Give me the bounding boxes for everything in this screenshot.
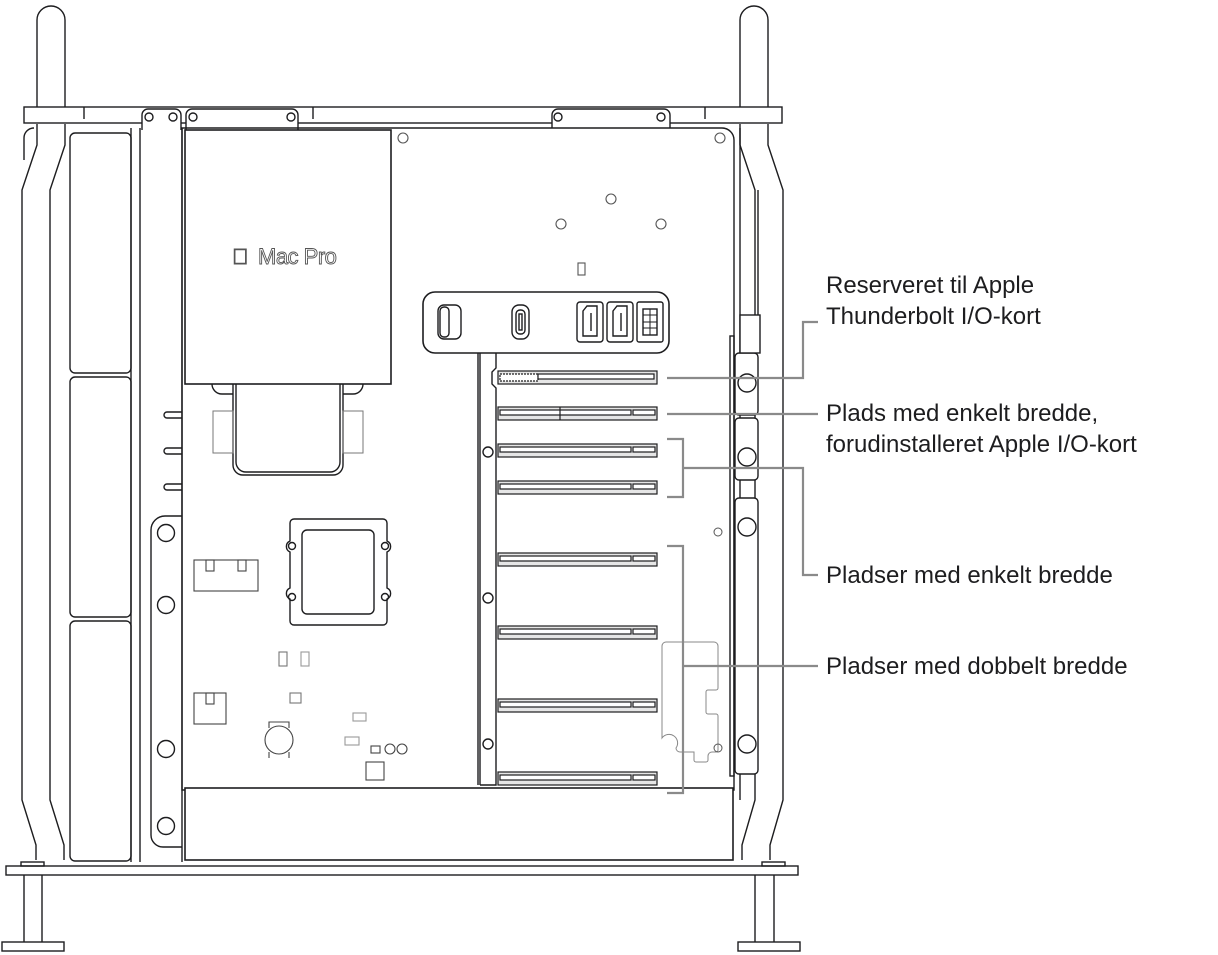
riser-hole (713, 527, 723, 537)
callout-text-line: Pladser med enkelt bredde (826, 562, 1113, 589)
callout-double-width-slots: Pladser med dobbelt bredde (826, 651, 1128, 682)
riser-hole (713, 743, 723, 753)
bracket-single-width (667, 437, 685, 499)
frame-left-handle (21, 5, 66, 860)
pcie-slot (497, 625, 658, 640)
slot-carrier (477, 353, 497, 786)
pcie-slot-thunderbolt (497, 370, 658, 385)
base-and-feet (1, 861, 801, 952)
pcie-slot (497, 552, 658, 567)
callout-single-width-preinstalled: Plads med enkelt bredde, forudinstallere… (826, 398, 1137, 460)
pcie-slot (497, 698, 658, 713)
left-rail (150, 128, 183, 862)
board-components (193, 559, 408, 781)
callout-text-line: forudinstalleret Apple I/O-kort (826, 431, 1137, 458)
riser-outline (661, 641, 719, 763)
callout-text-line: Pladser med dobbelt bredde (826, 653, 1128, 680)
right-latch (729, 190, 761, 777)
mac-pro-module:  Mac Pro (184, 129, 392, 385)
callout-thunderbolt-io: Reserveret til Apple Thunderbolt I/O-kor… (826, 270, 1041, 332)
pcie-slots (497, 370, 658, 786)
callout-line-thunderbolt (667, 320, 818, 380)
hdmi-port-icon (576, 301, 604, 343)
hdmi-port-icon (606, 301, 634, 343)
bottom-drawer (184, 787, 734, 861)
pcie-slot-apple-io (497, 406, 658, 421)
pcie-slot (497, 443, 658, 458)
usb-c-port-icon (511, 304, 530, 340)
apple-logo-icon:  (232, 244, 248, 269)
round-button-icon (437, 304, 462, 340)
brand-label: Mac Pro (258, 244, 337, 269)
cpu-bracket (211, 383, 364, 476)
callout-line-single-width (683, 466, 818, 577)
mounting-holes (397, 132, 726, 276)
power-connector-icon (636, 301, 664, 343)
socket-frame (285, 518, 392, 626)
top-hinge-center (185, 108, 299, 130)
top-hinge-right (551, 108, 671, 128)
fan-bays (69, 128, 141, 862)
callout-single-width-slots: Pladser med enkelt bredde (826, 560, 1113, 591)
callout-text-line: Thunderbolt I/O-kort (826, 303, 1041, 330)
bracket-double-width (667, 544, 685, 795)
top-hinge-left (141, 108, 182, 130)
pcie-slot (497, 771, 658, 786)
callout-text-line: Plads med enkelt bredde, (826, 400, 1099, 427)
callout-lines (667, 320, 818, 795)
io-panel (422, 291, 670, 354)
callout-text-line: Reserveret til Apple (826, 272, 1035, 299)
pcie-slot (497, 480, 658, 495)
